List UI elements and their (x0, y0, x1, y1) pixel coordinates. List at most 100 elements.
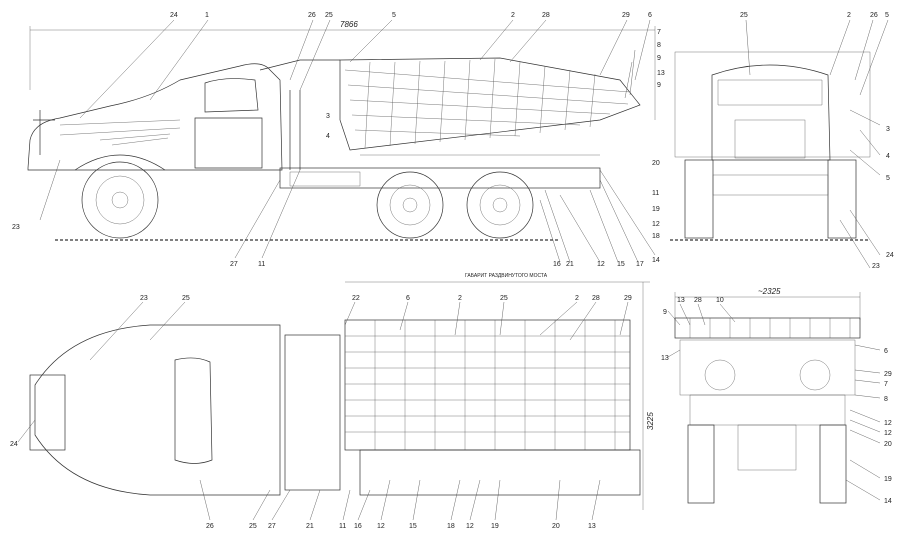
callout-rear-9: 12 (884, 420, 892, 427)
callout-rear-4: 13 (661, 355, 669, 362)
callout-side-24: 12 (597, 261, 605, 268)
top-cab (34, 324, 281, 496)
callout-rear-5: 6 (884, 348, 888, 355)
rack-support (259, 59, 340, 71)
callout-front-2: 26 (870, 12, 878, 19)
caption: ГАБАРИТ РАЗДВИНУТОГО МОСТА (465, 273, 548, 279)
rear-launcher-top (674, 317, 861, 339)
callout-side-17: 11 (652, 190, 659, 197)
callout-top-14: 11 (339, 523, 346, 530)
top-launcher (344, 319, 631, 451)
callout-top-4: 2 (458, 295, 462, 302)
callout-front-6: 5 (886, 175, 890, 182)
callout-side-26: 16 (553, 261, 561, 268)
callout-rear-1: 28 (694, 297, 702, 304)
rear-wheel-2 (466, 171, 534, 239)
callout-side-14: 3 (326, 113, 330, 120)
rear-view: ~2325 13 28 10 9 13 6 29 7 8 12 12 20 19… (661, 287, 892, 505)
callout-top-0: 23 (140, 295, 148, 302)
callout-top-22: 13 (588, 523, 596, 530)
callout-rear-0: 13 (677, 297, 685, 304)
callout-front-1: 2 (847, 12, 851, 19)
callout-side-11: 9 (657, 55, 661, 62)
front-fender (74, 154, 166, 171)
front-bumper (712, 174, 829, 196)
callout-top-7: 28 (592, 295, 600, 302)
callout-top-2: 22 (352, 295, 360, 302)
height-dimension: 3225 (646, 412, 655, 430)
callout-side-20: 18 (652, 233, 660, 240)
top-view: ГАБАРИТ РАЗДВИНУТОГО МОСТА 3225 23 25 22… (10, 273, 655, 530)
callout-side-6: 28 (542, 12, 550, 19)
callout-front-5: 4 (886, 153, 890, 160)
side-view: 7866 (12, 12, 665, 268)
callout-side-23: 15 (617, 261, 625, 268)
callout-side-18: 19 (652, 206, 660, 213)
cab-body (27, 63, 283, 171)
callout-top-19: 12 (466, 523, 474, 530)
front-cab (711, 64, 831, 161)
callout-side-25: 21 (566, 261, 574, 268)
callout-rear-12: 19 (884, 476, 892, 483)
callout-top-17: 15 (409, 523, 417, 530)
callout-top-16: 12 (377, 523, 385, 530)
callout-top-12: 27 (268, 523, 276, 530)
top-chassis-rear (359, 449, 641, 496)
callout-side-8: 6 (648, 12, 652, 19)
callout-side-0: 24 (170, 12, 178, 19)
callout-side-1: 1 (205, 12, 209, 19)
rear-launcher-body (679, 339, 856, 396)
top-frame-front (284, 334, 341, 491)
callout-side-7: 29 (622, 12, 630, 19)
callout-top-3: 6 (406, 295, 410, 302)
rear-right-fan (799, 359, 831, 391)
callout-front-8: 23 (872, 263, 880, 270)
callout-front-7: 24 (886, 252, 894, 259)
callout-front-3: 5 (885, 12, 889, 19)
rear-wheel-1 (376, 171, 444, 239)
launcher-rack (339, 57, 641, 151)
callout-side-3: 25 (325, 12, 333, 19)
callout-front-4: 3 (886, 126, 890, 133)
callout-rear-13: 14 (884, 498, 892, 505)
callout-top-8: 29 (624, 295, 632, 302)
callout-top-5: 25 (500, 295, 508, 302)
callout-top-13: 21 (306, 523, 314, 530)
callout-rear-11: 20 (884, 441, 892, 448)
callout-top-20: 19 (491, 523, 499, 530)
rear-differential (737, 424, 797, 471)
front-right-tire (827, 159, 857, 239)
callout-side-4: 5 (392, 12, 396, 19)
callout-side-28: 27 (230, 261, 238, 268)
rear-left-fan (704, 359, 736, 391)
callout-top-11: 25 (249, 523, 257, 530)
rear-right-tire (819, 424, 847, 504)
rear-left-tire (687, 424, 715, 504)
callout-side-2: 26 (308, 12, 316, 19)
callout-top-1: 25 (182, 295, 190, 302)
front-winch-arm (33, 110, 55, 155)
chassis-frame (279, 167, 601, 189)
callout-side-22: 17 (636, 261, 644, 268)
callout-side-19: 12 (652, 221, 660, 228)
fuel-tank (289, 171, 361, 187)
front-windshield (717, 79, 823, 106)
length-dimension: 7866 (340, 20, 358, 29)
callout-side-10: 8 (657, 42, 661, 49)
top-launcher-ribs (374, 320, 616, 450)
callout-side-12: 13 (657, 70, 665, 77)
callout-rear-2: 10 (716, 297, 724, 304)
callout-rear-7: 7 (884, 381, 888, 388)
launcher-ribs (364, 58, 596, 149)
callout-side-5: 2 (511, 12, 515, 19)
callout-top-9: 24 (10, 441, 18, 448)
callout-side-13: 9 (657, 82, 661, 89)
callout-side-21: 14 (652, 257, 660, 264)
cab-door (194, 117, 263, 169)
top-front-winch (29, 374, 66, 451)
front-view: 25 2 26 5 3 4 5 24 23 (670, 12, 894, 270)
callout-side-16: 20 (652, 160, 660, 167)
callout-top-21: 20 (552, 523, 560, 530)
width-dimension: ~2325 (758, 287, 781, 296)
